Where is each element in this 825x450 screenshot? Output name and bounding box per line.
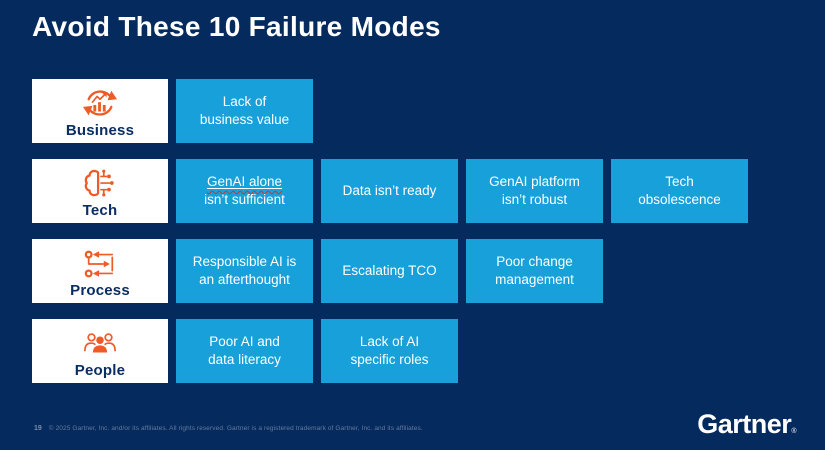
failure-modes-grid: Business Lack of business value [32, 79, 748, 383]
ai-brain-circuit-icon [81, 167, 119, 201]
registered-trademark-mark: ® [791, 428, 796, 435]
spellcheck-squiggle: GenAI alone [207, 174, 282, 189]
category-label-tech: Tech [82, 201, 118, 219]
gartner-logo: Gartner® [697, 409, 796, 439]
row-people: People Poor AI and data literacy Lack of… [32, 319, 748, 383]
business-cycle-chart-icon [81, 87, 119, 121]
failure-mode-lack-of-business-value: Lack of business value [176, 79, 313, 143]
failure-mode-tech-obsolescence: Tech obsolescence [611, 159, 748, 223]
slide-title: Avoid These 10 Failure Modes [32, 11, 441, 42]
row-business: Business Lack of business value [32, 79, 748, 143]
failure-mode-poor-ai-data-literacy: Poor AI and data literacy [176, 319, 313, 383]
failure-mode-lack-of-ai-specific-roles: Lack of AI specific roles [321, 319, 458, 383]
row-tech: Tech GenAI alone isn’t sufficient Data i… [32, 159, 748, 223]
failure-mode-poor-change-management: Poor change management [466, 239, 603, 303]
category-label-process: Process [70, 281, 130, 299]
genai-alone-link[interactable]: GenAI alone [206, 174, 283, 190]
failure-mode-genai-platform-isnt-robust: GenAI platform isn’t robust [466, 159, 603, 223]
process-flow-icon [81, 247, 119, 281]
category-card-people: People [32, 319, 168, 383]
category-label-people: People [74, 361, 126, 379]
failure-mode-genai-alone-isnt-sufficient: GenAI alone isn’t sufficient [176, 159, 313, 223]
copyright-text: © 2025 Gartner, Inc. and/or its affiliat… [48, 425, 423, 432]
people-icon [81, 327, 119, 361]
failure-mode-data-isnt-ready: Data isn’t ready [321, 159, 458, 223]
failure-mode-responsible-ai-afterthought: Responsible AI is an afterthought [176, 239, 313, 303]
category-label-business: Business [65, 121, 135, 139]
page-number: 19 [34, 425, 42, 432]
slide-footer: 19 © 2025 Gartner, Inc. and/or its affil… [34, 425, 423, 432]
category-card-business: Business [32, 79, 168, 143]
category-card-process: Process [32, 239, 168, 303]
category-card-tech: Tech [32, 159, 168, 223]
row-process: Process Responsible AI is an afterthough… [32, 239, 748, 303]
failure-mode-escalating-tco: Escalating TCO [321, 239, 458, 303]
